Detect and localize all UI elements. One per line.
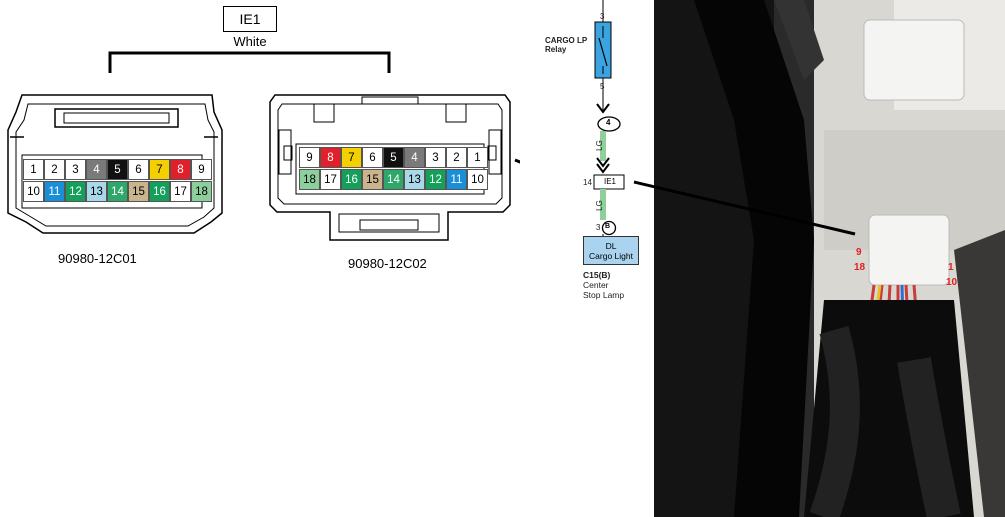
pointer-line-right-wrapper (633, 180, 856, 236)
wire-lg-upper (600, 131, 606, 161)
connector-pin: 13 (86, 181, 107, 202)
connector-pin: 17 (170, 181, 191, 202)
left-part-number: 90980-12C01 (58, 251, 137, 266)
connector-pin: 14 (107, 181, 128, 202)
connector-pin: 3 (65, 159, 86, 180)
junction-circle (597, 116, 621, 132)
connector-pin: 18 (191, 181, 212, 202)
connector-pin: 2 (446, 147, 467, 168)
connector-pin: 4 (404, 147, 425, 168)
photo-pin-bottom-left: 18 (854, 262, 866, 273)
connector-pin: 1 (467, 147, 488, 168)
relay-pin-top: 3 (600, 12, 605, 21)
right-connector-housing (269, 94, 511, 241)
left-connector-housing (7, 94, 223, 234)
connector-pin: 5 (107, 159, 128, 180)
connector-arrow-lower (596, 163, 610, 174)
relay-pin-bottom: 5 (600, 82, 605, 91)
connector-pin: 13 (404, 169, 425, 190)
ie1-connector-box (593, 174, 625, 190)
wiring-schematic (593, 0, 625, 236)
connector-color-label: White (233, 34, 267, 49)
connector-pin: 7 (341, 147, 362, 168)
connector-pin: 5 (383, 147, 404, 168)
connector-pin: 10 (467, 169, 488, 190)
photo-pin-bottom-right: 10 (946, 277, 958, 288)
connector-pin: 9 (191, 159, 212, 180)
right-part-number: 90980-12C02 (348, 256, 427, 271)
connector-pin: 11 (446, 169, 467, 190)
bracket-line (108, 51, 391, 73)
wire-color-lower: LG (594, 200, 604, 211)
pointer-line-right (633, 180, 856, 236)
terminal-pin-number: 3 (596, 223, 601, 232)
connector-pin: 10 (23, 181, 44, 202)
connector-pin: 1 (23, 159, 44, 180)
connector-pin: 16 (341, 169, 362, 190)
connector-pin: 8 (320, 147, 341, 168)
connector-pin: 18 (299, 169, 320, 190)
relay-switch (598, 37, 608, 67)
wire-lg-lower (600, 189, 606, 220)
connector-pin: 8 (170, 159, 191, 180)
ie1-connector-label: IE1 (603, 177, 616, 186)
connector-pin: 9 (299, 147, 320, 168)
terminal-circle (601, 220, 617, 236)
connector-pin: 14 (383, 169, 404, 190)
connector-pin: 17 (320, 169, 341, 190)
connector-pin: 6 (128, 159, 149, 180)
connector-arrow-upper (596, 103, 610, 114)
connector-pin: 11 (44, 181, 65, 202)
connector-pin: 6 (362, 147, 383, 168)
connector-pin: 3 (425, 147, 446, 168)
connector-id-box: IE1 (223, 6, 277, 32)
connector-pin: 7 (149, 159, 170, 180)
junction-label: 4 (606, 118, 611, 127)
connector-pin: 15 (362, 169, 383, 190)
connector-pin: 4 (86, 159, 107, 180)
photo-pin-top-left: 9 (856, 247, 862, 258)
terminal-label: B (605, 223, 611, 230)
wire-color-upper: LG (594, 140, 604, 151)
harness-photo-drawing (654, 0, 1005, 517)
connector-pin: 12 (425, 169, 446, 190)
connector-outlines (7, 51, 520, 241)
photo-pin-top-right: 1 (948, 262, 954, 273)
connector-pin: 16 (149, 181, 170, 202)
connector-pin: 2 (44, 159, 65, 180)
component-label: C15(B) Center Stop Lamp (583, 270, 625, 300)
connector-pin-number: 14 (583, 178, 592, 187)
cargo-light-box: DL Cargo Light (583, 236, 639, 265)
harness-photo: 9 18 1 10 (654, 0, 1005, 517)
pointer-line-left (514, 158, 520, 164)
connector-pin: 12 (65, 181, 86, 202)
connector-pin: 15 (128, 181, 149, 202)
